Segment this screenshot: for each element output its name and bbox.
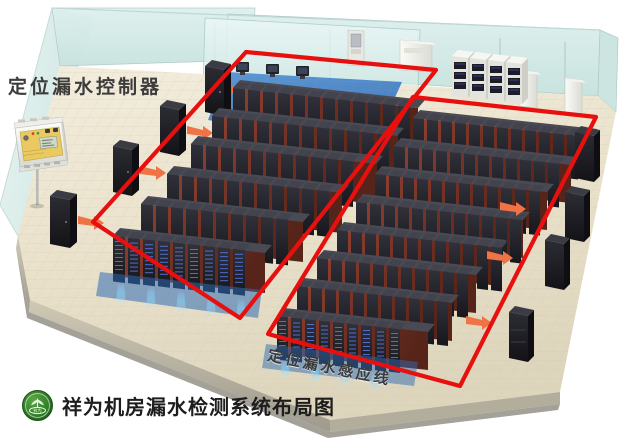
right-loop-cable: [265, 94, 599, 389]
caption-text: 祥为机房漏水检测系统布局图: [62, 395, 335, 419]
diagram-caption: 祥为 祥为机房漏水检测系统布局图: [22, 390, 335, 421]
wall-cabinet: [205, 60, 231, 116]
airflow-arrows-right: [466, 202, 526, 330]
monitor-console-row: [236, 62, 309, 79]
leak-glow-floor-right: [262, 344, 418, 386]
xiangwei-logo-icon: 祥为: [22, 390, 53, 421]
left-rack-cluster: [96, 80, 425, 320]
wall-cabinet: [509, 306, 534, 362]
back-equipment: [236, 29, 586, 117]
leak-sense-cable-loops: [90, 49, 599, 389]
leak-detection-controller[interactable]: [13, 116, 69, 173]
ac-unit-3: [564, 77, 586, 117]
front-rack-faces: [113, 230, 250, 296]
wall-cabinet: [50, 190, 77, 248]
svg-text:祥为: 祥为: [33, 407, 41, 414]
left-loop-cable: [90, 49, 439, 321]
battery-racks: [452, 50, 528, 104]
wall-cabinet: [545, 234, 570, 290]
network-cabinet-back: [347, 29, 365, 67]
wall-cabinet: [565, 186, 590, 242]
left-wall-cabinets: [50, 60, 231, 248]
water-beams-right: [280, 360, 380, 390]
right-wall-cabinets: [509, 126, 600, 362]
wall-cabinet: [160, 100, 186, 156]
controller-label: 定位漏水控制器: [8, 76, 163, 98]
right-rack-cluster: [262, 110, 597, 390]
leaf-emblem-icon: 祥为: [29, 398, 46, 415]
controller-pole: [30, 167, 44, 209]
rack-row: [141, 196, 310, 266]
ac-unit-1: [399, 39, 436, 73]
